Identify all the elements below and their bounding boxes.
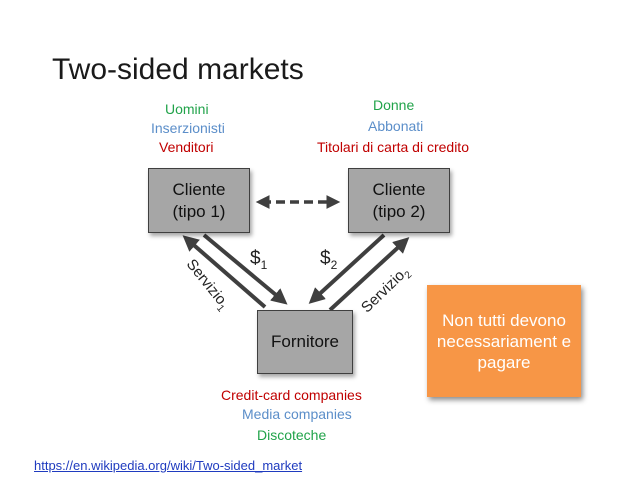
cliente-tipo1-line2: (tipo 1) bbox=[172, 201, 226, 221]
slide-title: Two-sided markets bbox=[52, 53, 304, 86]
money2-label: $2 bbox=[320, 248, 338, 272]
side1-label-venditori: Venditori bbox=[159, 139, 214, 155]
side1-label-uomini: Uomini bbox=[165, 101, 209, 117]
money1-label: $1 bbox=[250, 248, 268, 272]
platform-label-credit-card: Credit-card companies bbox=[221, 387, 362, 403]
platform-label-media: Media companies bbox=[242, 406, 352, 422]
cliente-tipo2-line1: Cliente bbox=[372, 179, 426, 199]
fornitore-label: Fornitore bbox=[270, 332, 340, 351]
side1-label-inserzionisti: Inserzionisti bbox=[151, 120, 225, 136]
source-link[interactable]: https://en.wikipedia.org/wiki/Two-sided_… bbox=[34, 458, 303, 473]
note-text: Non tutti devono necessariament e pagare bbox=[436, 310, 572, 372]
platform-label-discoteche: Discoteche bbox=[257, 427, 327, 443]
service2-arrow bbox=[328, 237, 410, 312]
fornitore-box: Fornitore bbox=[257, 310, 353, 374]
side2-label-donne: Donne bbox=[373, 97, 415, 113]
side2-label-abbonati: Abbonati bbox=[368, 118, 424, 134]
money1-arrow bbox=[202, 233, 288, 305]
service1-arrow bbox=[182, 235, 267, 309]
cliente-tipo2-line2: (tipo 2) bbox=[372, 201, 426, 221]
note-box: Non tutti devono necessariament e pagare bbox=[427, 285, 581, 397]
cliente-tipo2-box: Cliente(tipo 2) bbox=[348, 168, 450, 233]
money2-arrow bbox=[308, 233, 386, 304]
side2-label-titolari: Titolari di carta di credito bbox=[317, 139, 469, 155]
cliente-tipo1-line1: Cliente bbox=[172, 179, 226, 199]
cliente-tipo1-box: Cliente(tipo 1) bbox=[148, 168, 250, 233]
